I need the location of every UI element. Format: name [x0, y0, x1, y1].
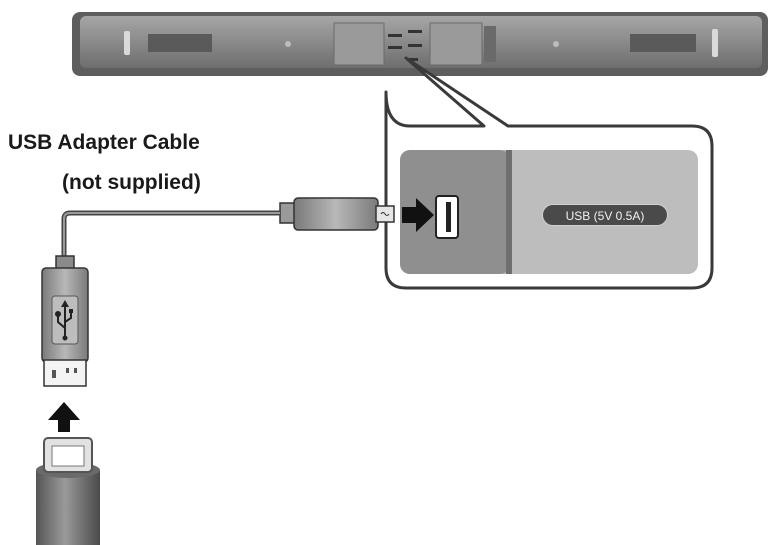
micro-usb-port-pin	[446, 202, 451, 232]
micro-usb-plug	[279, 197, 395, 231]
connector-panel-right	[429, 22, 483, 66]
usb-cable	[61, 210, 280, 258]
soundbar-screw	[285, 41, 291, 47]
rear-panel-divider	[506, 150, 512, 274]
cable-caption-line1: USB Adapter Cable	[8, 131, 200, 154]
port-marker	[408, 30, 422, 33]
usb-a-plug	[41, 255, 89, 387]
soundbar-slot-left	[124, 31, 130, 55]
port-marker	[408, 44, 422, 47]
port-marker	[388, 34, 402, 37]
soundbar-grille-left	[148, 34, 212, 52]
usb-port-label: USB (5V 0.5A)	[542, 204, 668, 226]
soundbar	[72, 12, 768, 76]
usb-trident-icon	[55, 300, 73, 341]
cable-caption-line2: (not supplied)	[62, 171, 201, 194]
port-marker	[388, 46, 402, 49]
arrow-right-icon	[402, 198, 434, 232]
connector-panel-left	[333, 22, 385, 66]
soundbar-screw	[553, 41, 559, 47]
soundbar-grille-right	[630, 34, 696, 52]
port-marker	[408, 58, 418, 61]
zoom-callout	[384, 56, 714, 290]
connector-block	[484, 26, 496, 62]
soundbar-slot-right	[712, 29, 718, 57]
arrow-up-icon	[48, 402, 80, 432]
usb-device-body	[36, 437, 100, 545]
